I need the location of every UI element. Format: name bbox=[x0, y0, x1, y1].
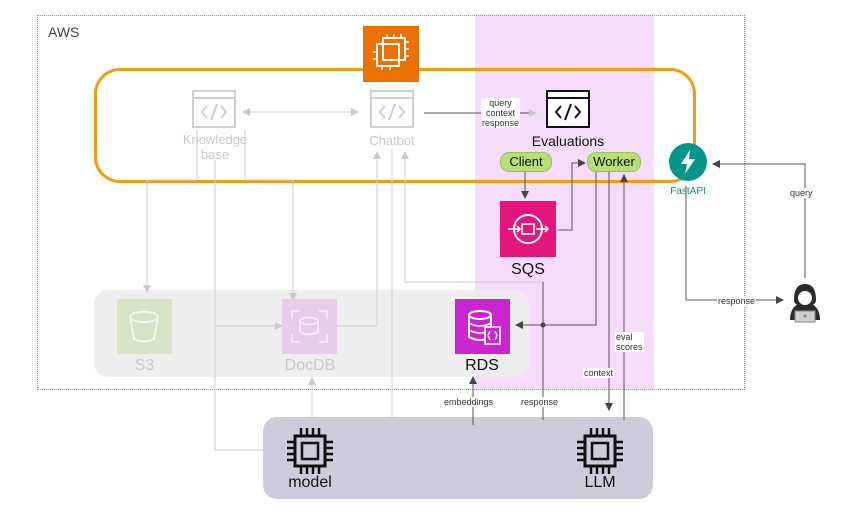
ec2-instance-icon bbox=[363, 26, 419, 82]
rds-label: RDS bbox=[465, 357, 499, 374]
knowledge-base-label: Knowledge base bbox=[182, 132, 248, 162]
worker-tag: Worker bbox=[587, 152, 641, 172]
evaluations-label: Evaluations bbox=[531, 133, 605, 149]
aws-label: AWS bbox=[48, 24, 80, 40]
llm-node bbox=[575, 426, 625, 476]
sqs-label: SQS bbox=[511, 261, 545, 278]
docdb-icon bbox=[282, 299, 337, 354]
model-node bbox=[285, 426, 335, 476]
docdb-label: DocDB bbox=[284, 357, 336, 374]
cpu-chip-icon bbox=[577, 428, 623, 474]
edge-label-response-user: response bbox=[717, 296, 757, 306]
fastapi-label: FastAPI bbox=[670, 186, 706, 197]
model-label: model bbox=[288, 474, 332, 491]
knowledge-base-node bbox=[190, 88, 238, 132]
edge-label-query-context-response: query context response bbox=[481, 98, 521, 128]
rds-icon bbox=[455, 299, 510, 354]
edge-label-query: query bbox=[789, 188, 814, 198]
hacker-user-icon bbox=[784, 280, 826, 324]
chatbot-label: Chatbot bbox=[369, 133, 415, 148]
s3-label: S3 bbox=[134, 357, 155, 374]
cpu-chip-icon bbox=[287, 428, 333, 474]
code-window-icon bbox=[546, 90, 590, 128]
sqs-icon bbox=[500, 201, 556, 257]
evaluations-node bbox=[544, 88, 592, 132]
compute-panel bbox=[263, 417, 653, 499]
s3-icon bbox=[117, 299, 172, 354]
code-window-icon bbox=[192, 90, 236, 128]
chatbot-node bbox=[368, 88, 416, 132]
edge-label-response-llm: response bbox=[520, 397, 560, 407]
edge-label-eval-scores: eval scores bbox=[615, 332, 644, 352]
aws-region-boundary bbox=[37, 15, 745, 390]
llm-label: LLM bbox=[584, 474, 616, 491]
client-tag: Client bbox=[500, 152, 552, 172]
edge-label-context: context bbox=[583, 368, 615, 378]
edge-label-embeddings: embeddings bbox=[443, 397, 495, 407]
fastapi-icon bbox=[669, 143, 707, 181]
code-window-icon bbox=[370, 90, 414, 128]
